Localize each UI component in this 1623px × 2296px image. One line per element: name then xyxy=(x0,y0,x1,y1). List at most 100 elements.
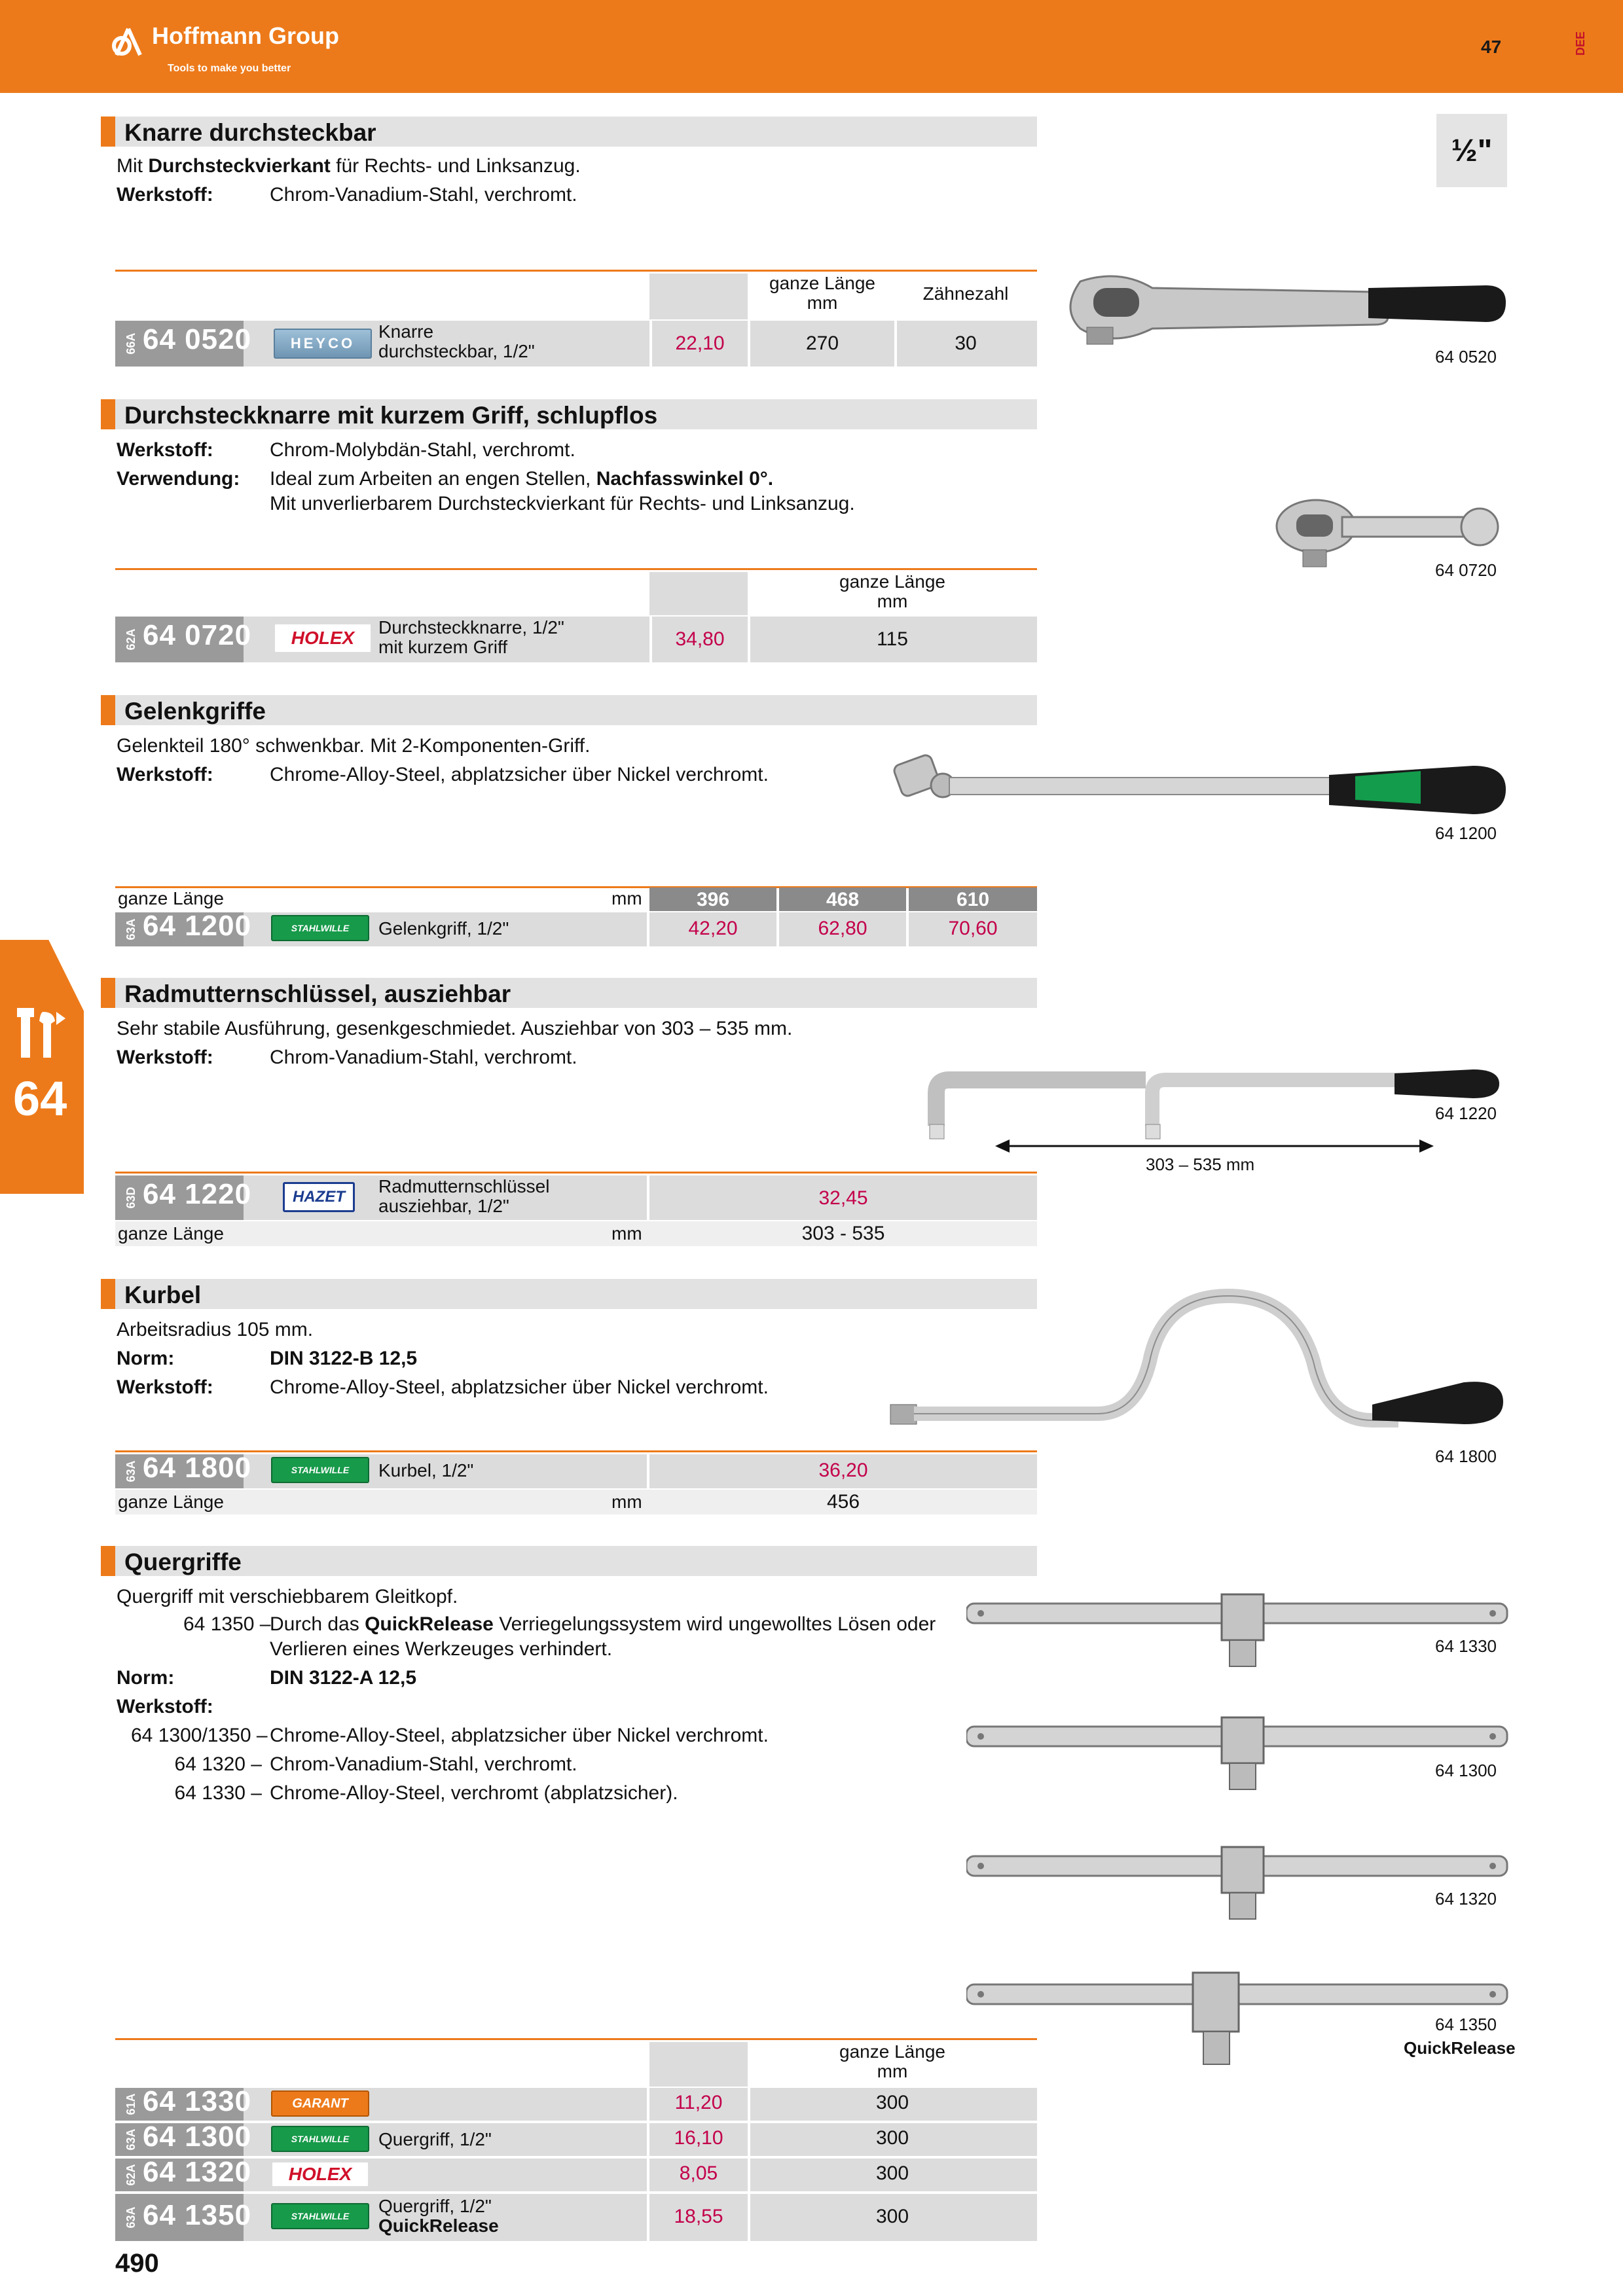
gelenk-unit: mm xyxy=(611,888,642,908)
kurbel-desc: Kurbel, 1/2" xyxy=(378,1460,474,1480)
quer-material-1: Chrome-Alloy-Steel, abplatzsicher über N… xyxy=(270,1725,769,1746)
kurbel-werkstoff-label: Werkstoff: xyxy=(117,1376,213,1398)
durchsteck-werkstoff: Chrom-Molybdän-Stahl, verchromt. xyxy=(270,439,575,461)
article-64-1200[interactable]: 63A 64 1200 xyxy=(115,910,251,946)
radmutter-length-label: ganze Länge xyxy=(118,1223,224,1244)
gelenk-price-2: 62,80 xyxy=(818,918,867,939)
kurbel-feature: Arbeitsradius 105 mm. xyxy=(117,1319,314,1340)
durchsteck-verwendung2: Mit unverlierbarem Durchsteckvierkant fü… xyxy=(270,493,855,514)
kurbel-price: 36,20 xyxy=(818,1460,868,1481)
knarre-werkstoff-label: Werkstoff: xyxy=(117,184,213,206)
crank-image xyxy=(890,1288,1503,1427)
radmutter-length: 303 - 535 xyxy=(801,1223,885,1244)
brand-logo-stahlwille: STAHLWILLE xyxy=(271,2203,369,2229)
quer-material-ref-3: 64 1330 – xyxy=(174,1782,262,1804)
page-number-bottom: 490 xyxy=(115,2249,159,2278)
quer-material-ref-1: 64 1300/1350 – xyxy=(131,1725,268,1746)
knarre-price: 22,10 xyxy=(675,332,725,354)
radmutter-image-label: 64 1220 xyxy=(1435,1103,1497,1123)
quer-price-1: 11,20 xyxy=(674,2092,723,2113)
radmutter-werkstoff: Chrom-Vanadium-Stahl, verchromt. xyxy=(270,1047,577,1068)
quer-price-3: 8,05 xyxy=(679,2162,718,2184)
gelenk-feature: Gelenkteil 180° schwenkbar. Mit 2-Kompon… xyxy=(117,735,591,757)
quer-price-2: 16,10 xyxy=(674,2127,723,2149)
quer-length-1: 300 xyxy=(875,2092,909,2113)
durchsteck-verwendung-label: Verwendung: xyxy=(117,468,240,490)
brand-name: Hoffmann Group xyxy=(152,22,339,49)
quer-note: Durch das QuickRelease Verriegelungssyst… xyxy=(270,1613,936,1635)
quer-length-3: 300 xyxy=(875,2162,909,2184)
article-64-1800[interactable]: 63A 64 1800 xyxy=(115,1452,251,1488)
quer-material-3: Chrome-Alloy-Steel, verchromt (abplatzsi… xyxy=(270,1782,678,1804)
radmutter-unit: mm xyxy=(611,1223,642,1244)
durchsteck-price: 34,80 xyxy=(675,628,725,650)
kurbel-image-label: 64 1800 xyxy=(1435,1446,1497,1466)
quer-material-2: Chrom-Vanadium-Stahl, verchromt. xyxy=(270,1753,577,1775)
brand-logo-stahlwille: STAHLWILLE xyxy=(271,1457,369,1483)
t-bar-1300-image xyxy=(966,1716,1508,1790)
t-bar-1350-image xyxy=(966,1971,1508,2065)
gelenk-length-2: 468 xyxy=(826,889,860,910)
quer-desc-qr: Quergriff, 1/2"QuickRelease xyxy=(378,2196,499,2236)
quer-material-ref-2: 64 1320 – xyxy=(174,1753,262,1775)
durchsteck-verwendung: Ideal zum Arbeiten an engen Stellen, Nac… xyxy=(270,468,774,490)
article-64-0520[interactable]: 66A 64 0520 xyxy=(115,321,251,367)
kurbel-length-label: ganze Länge xyxy=(118,1492,224,1512)
gelenk-price-3: 70,60 xyxy=(948,918,998,939)
t-bar-1320-image xyxy=(966,1846,1508,1920)
brand-logo-hazet: HAZET xyxy=(283,1182,355,1212)
quer-image-qr-label: QuickRelease xyxy=(1404,2038,1516,2058)
kurbel-norm: DIN 3122-B 12,5 xyxy=(270,1348,418,1369)
durchsteck-desc: Durchsteckknarre, 1/2"mit kurzem Griff xyxy=(378,617,564,657)
article-64-1220[interactable]: 63D 64 1220 xyxy=(115,1175,251,1220)
ratchet-image xyxy=(1069,275,1506,345)
quer-note2: Verlieren eines Werkzeuges verhindert. xyxy=(270,1638,613,1660)
hoffmann-logo-icon xyxy=(112,27,142,56)
knarre-feature: Mit Durchsteckvierkant für Rechts- und L… xyxy=(117,155,581,177)
chapter-number: 64 xyxy=(13,1071,67,1126)
wheel-wrench-image xyxy=(928,1069,1499,1139)
kurbel-unit: mm xyxy=(611,1492,642,1512)
brand-logo-holex: HOLEX xyxy=(274,623,372,653)
durchsteck-werkstoff-label: Werkstoff: xyxy=(117,439,213,461)
section-title-durchsteck: Durchsteckknarre mit kurzem Griff, schlu… xyxy=(101,399,1037,429)
size-badge: ½" xyxy=(1436,114,1507,187)
quer-image-label-4: 64 1350 xyxy=(1435,2015,1497,2034)
knarre-length: 270 xyxy=(805,332,839,354)
brand-logo-stahlwille: STAHLWILLE xyxy=(271,915,369,941)
brand-logo-holex: HOLEX xyxy=(271,2161,369,2187)
knarre-image-label: 64 0520 xyxy=(1435,347,1497,367)
radmutter-dimension: 303 – 535 mm xyxy=(1146,1155,1255,1174)
page-number-top: 47 xyxy=(1481,37,1502,57)
knarre-teeth: 30 xyxy=(955,332,977,354)
quer-werkstoff-label: Werkstoff: xyxy=(117,1696,213,1717)
quer-image-label-1: 64 1330 xyxy=(1435,1636,1497,1656)
hinge-handle-image xyxy=(893,754,1506,814)
durchsteck-image-label: 64 0720 xyxy=(1435,560,1497,580)
knarre-col-teeth: Zähnezahl xyxy=(922,283,1009,304)
gelenk-price-1: 42,20 xyxy=(688,918,738,939)
article-64-0720[interactable]: 62A 64 0720 xyxy=(115,617,251,662)
radmutter-werkstoff-label: Werkstoff: xyxy=(117,1047,213,1068)
brand-logo-heyco: HEYCO xyxy=(274,329,372,359)
gelenk-werkstoff: Chrome-Alloy-Steel, abplatzsicher über N… xyxy=(270,764,769,785)
t-bar-1330-image xyxy=(966,1593,1508,1667)
gelenk-desc: Gelenkgriff, 1/2" xyxy=(378,918,509,939)
kurbel-werkstoff: Chrome-Alloy-Steel, abplatzsicher über N… xyxy=(270,1376,769,1398)
chapter-tab[interactable]: 64 xyxy=(0,940,84,1194)
brand-logo-stahlwille: STAHLWILLE xyxy=(271,2126,369,2152)
gelenk-length-label: ganze Länge xyxy=(118,888,224,908)
dimension-arrow-icon xyxy=(995,1139,1434,1153)
quer-length-2: 300 xyxy=(875,2127,909,2149)
brand-logo-garant: GARANT xyxy=(271,2090,369,2117)
kurbel-norm-label: Norm: xyxy=(117,1348,175,1369)
language-code: DEE xyxy=(1574,31,1588,56)
gelenk-werkstoff-label: Werkstoff: xyxy=(117,764,213,785)
quer-feature: Quergriff mit verschiebbarem Gleitkopf. xyxy=(117,1586,458,1607)
